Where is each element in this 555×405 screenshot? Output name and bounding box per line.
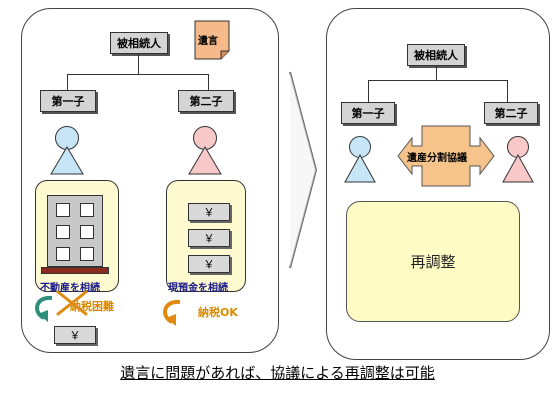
tree-line [67, 74, 68, 90]
will-label: 遺言 [198, 36, 218, 47]
building-window [56, 225, 70, 239]
will-document: 遺言 [194, 20, 230, 60]
negotiation-label: 遺産分割協議 [407, 153, 467, 164]
tree-line [368, 80, 508, 81]
yen-note: ￥ [188, 229, 230, 247]
readjust-label: 再調整 [410, 253, 456, 271]
tree-line [208, 74, 209, 90]
real-estate-label: 不動産を相続 [40, 283, 100, 294]
building-base [41, 267, 109, 274]
child1-box-left: 第一子 [40, 90, 96, 112]
cross-mark-icon [56, 290, 88, 316]
person1-body-icon [50, 146, 84, 175]
building-window [56, 203, 70, 217]
child2-box-left: 第二子 [178, 90, 234, 112]
child2-box-right: 第二子 [484, 102, 538, 124]
tree-line [138, 54, 139, 74]
building-window [80, 247, 94, 261]
curved-arrow-green-icon [35, 295, 53, 322]
decedent-box-right: 被相続人 [407, 44, 465, 66]
tree-line [436, 66, 437, 80]
diagram-caption: 遺言に問題があれば、協議による再調整は可能 [120, 364, 435, 382]
yen-note-tax: ￥ [54, 326, 96, 344]
person2-body-right-icon [502, 154, 534, 183]
decedent-box-left: 被相続人 [110, 32, 168, 54]
will-document-icon [194, 20, 230, 60]
person1-body-right-icon [344, 154, 376, 183]
yen-note: ￥ [188, 255, 230, 273]
tree-line [368, 80, 369, 102]
tree-line [67, 74, 209, 75]
yen-note: ￥ [188, 203, 230, 221]
building-window [80, 225, 94, 239]
child1-box-right: 第一子 [341, 102, 395, 124]
curved-arrow-orange-icon [163, 299, 181, 326]
readjust-box: 再調整 [346, 201, 520, 322]
building-window [80, 203, 94, 217]
negotiation-double-arrow-icon [397, 125, 495, 187]
building-window [56, 247, 70, 261]
person2-body-icon [188, 146, 222, 175]
cash-label: 現預金を相続 [168, 283, 228, 294]
transition-arrow-icon [289, 71, 318, 269]
building-icon [47, 195, 103, 267]
tax-ok-label: 納税OK [198, 306, 238, 319]
tree-line [507, 80, 508, 102]
